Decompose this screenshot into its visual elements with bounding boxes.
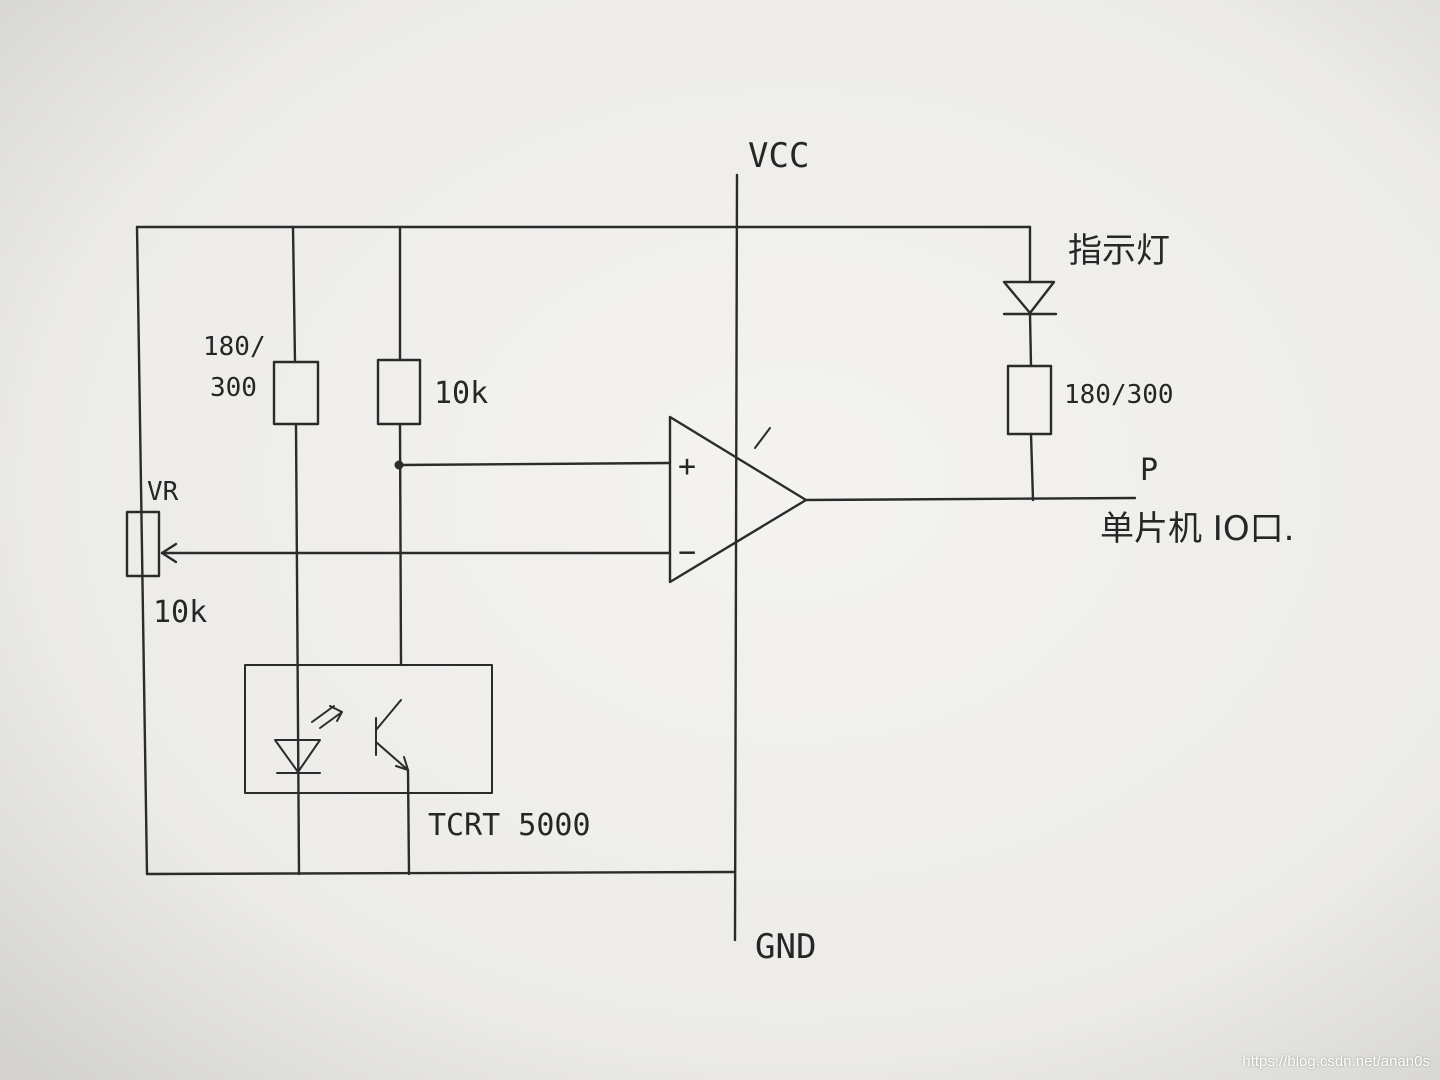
emission-arrow-icon [311,705,335,723]
resistor-180-300-led [1006,364,1053,436]
potentiometer-vr [125,510,161,578]
led-wire-bottom [1029,432,1035,502]
plus-input-wire [397,461,672,467]
emission-arrowhead-icon [329,705,343,722]
p-label: P [1140,453,1158,488]
indicator-led-icon [1002,280,1056,315]
plus-sign: + [678,449,696,484]
vr-label: VR [147,477,179,507]
col2-wire-bottom [406,768,411,876]
indicator-label: 指示灯 [1068,231,1170,271]
vcc-label: VCC [748,136,809,176]
gnd-rail [145,870,737,876]
col2-wire-mid [398,422,403,667]
led-wire-mid [1028,312,1033,368]
col1-wire-bottom [294,422,301,876]
r1-value-top: 180/ [203,332,266,362]
power-bus [733,173,739,942]
op-amp-comparator [668,415,808,584]
minus-sign: − [678,535,696,570]
r1-value-bottom: 300 [210,373,257,403]
phototransistor-emitter [375,741,409,771]
watermark: https://blog.csdn.net/anan0s [1242,1053,1430,1070]
r2-value: 10k [434,376,488,411]
tcrt5000-label: TCRT 5000 [428,808,591,843]
ir-led-icon [274,739,321,773]
phototransistor-collector [375,699,402,731]
left-wire [135,225,149,876]
wiper-arrow-icon [160,542,178,564]
supply-tick [754,427,771,449]
emission-arrow-icon-2 [319,711,343,729]
gnd-label: GND [755,927,816,967]
vr-value: 10k [153,595,207,630]
tcrt5000-module [244,664,493,794]
output-wire [804,496,1137,502]
col1-wire-top [291,225,297,364]
r3-value: 180/300 [1064,380,1174,410]
mcu-io-label: 单片机 IO口. [1100,509,1294,549]
